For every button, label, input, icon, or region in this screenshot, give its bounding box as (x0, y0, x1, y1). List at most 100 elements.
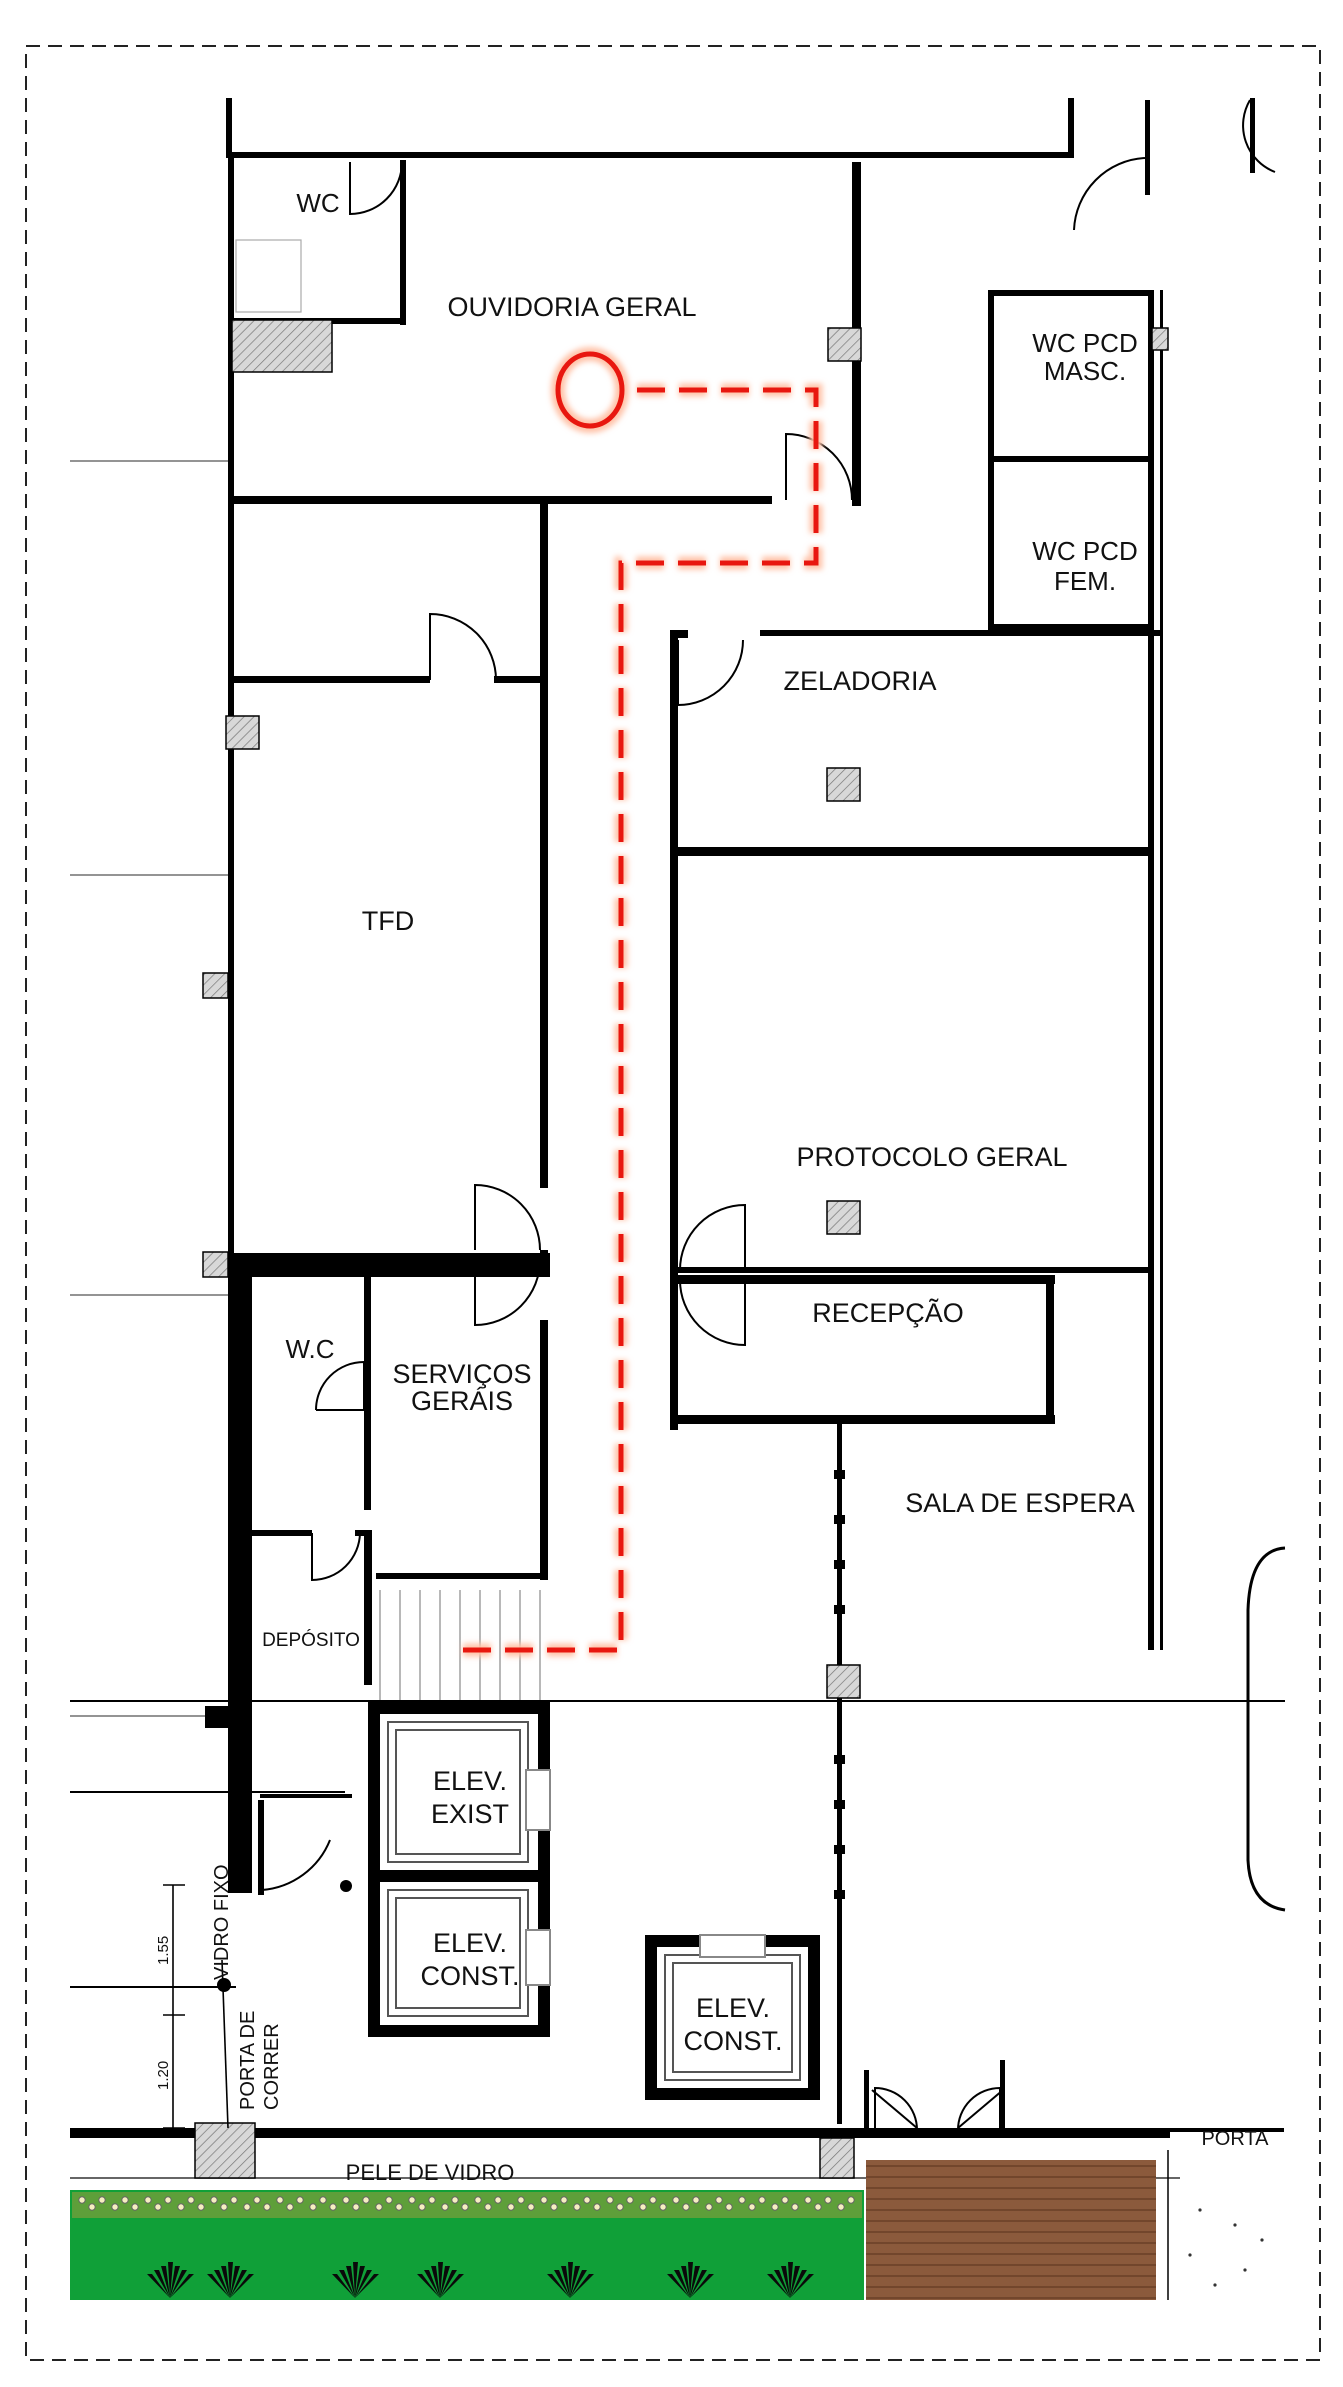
label-porta-correr-2: CORRER (261, 2023, 283, 2110)
shrub-leaf (221, 2266, 230, 2298)
label-porta: PORTA (1201, 2128, 1269, 2150)
shrub-leaf (440, 2274, 464, 2298)
label-servicos-2: GERÁIS (411, 1386, 513, 1416)
hedge-flower (144, 2196, 152, 2204)
shrub-leaf (767, 2274, 790, 2298)
hedge-flower (527, 2203, 535, 2211)
doors (261, 99, 1276, 2131)
shrub-leaf (554, 2270, 570, 2298)
shrub-leaf (346, 2266, 355, 2298)
hedge-flower (781, 2196, 789, 2204)
hedge-flower (837, 2203, 845, 2211)
label-ouvidoria: OUVIDORIA GERAL (447, 292, 696, 322)
label-protocolo: PROTOCOLO GERAL (796, 1142, 1067, 1172)
shrub-leaf (168, 2262, 173, 2298)
shrub-leaf (561, 2266, 570, 2298)
hedge-flower (451, 2196, 459, 2204)
dimension-line (163, 1884, 229, 2130)
hedge-flower (824, 2196, 832, 2204)
garden-hedge (72, 2192, 862, 2218)
hedge-flower (639, 2203, 647, 2211)
hedge-flower (573, 2203, 581, 2211)
hedge-flower (758, 2196, 766, 2204)
hedge-flower (474, 2196, 482, 2204)
hedge-flower (385, 2196, 393, 2204)
hedge-flower (375, 2203, 383, 2211)
accessible-route (463, 347, 823, 1657)
shrub-leaf (214, 2270, 230, 2298)
hedge-flower (593, 2203, 601, 2211)
hedge-flower (692, 2196, 700, 2204)
label-sala-espera: SALA DE ESPERA (905, 1488, 1135, 1518)
wood-deck (866, 2160, 1156, 2300)
hedge-flower (738, 2196, 746, 2204)
shrub-leaf (774, 2270, 790, 2298)
destination-marker (555, 351, 625, 429)
label-wc-top: WC (296, 188, 339, 218)
hedge-flower (286, 2203, 294, 2211)
shrub-leaf (207, 2274, 230, 2298)
shrub-leaf (355, 2270, 372, 2298)
hedge-flower (461, 2203, 469, 2211)
hedge-flower (771, 2203, 779, 2211)
shrub-leaf (790, 2270, 807, 2298)
label-elev-const-a-1: ELEV. (433, 1928, 507, 1958)
label-porta-correr-1: PORTA DE (237, 2011, 259, 2110)
shrub-leaf (230, 2266, 240, 2298)
stairs (235, 239, 541, 1700)
shrub-leaf (570, 2274, 594, 2298)
hedge-flower (814, 2203, 822, 2211)
shrub-leaf (161, 2266, 170, 2298)
pillars (194, 319, 1169, 2179)
hedge-flower (725, 2203, 733, 2211)
hedge-flower (804, 2196, 812, 2204)
hedge-flower (296, 2196, 304, 2204)
hedge-flower (507, 2203, 515, 2211)
hedge-flower (616, 2203, 624, 2211)
dimension-lower: 1.20 (155, 2061, 172, 2090)
shrub-leaf (568, 2262, 573, 2298)
hedge-flower (187, 2196, 195, 2204)
shrub-leaf (570, 2270, 587, 2298)
hedge-flower (220, 2203, 228, 2211)
label-tfd: TFD (362, 906, 414, 936)
hedge-flower (672, 2196, 680, 2204)
hedge-flower (560, 2196, 568, 2204)
hedge-flower (230, 2196, 238, 2204)
hedge-flower (441, 2203, 449, 2211)
label-elev-const-a-2: CONST. (420, 1961, 519, 1991)
shrub-leaf (417, 2274, 440, 2298)
label-wc-pcd-masc-2: MASC. (1044, 356, 1126, 386)
shrub-leaf (228, 2262, 233, 2298)
sheet-frame (25, 45, 1321, 2361)
glazing-nodes (217, 1470, 845, 1992)
label-elev-const-b-2: CONST. (683, 2026, 782, 2056)
hedge-flower (88, 2203, 96, 2211)
shrub-leaf (681, 2266, 690, 2298)
shrub-leaf (440, 2270, 457, 2298)
sidewalk-texture (1167, 2150, 1264, 2300)
hedge-flower (540, 2196, 548, 2204)
hedge-flower (715, 2196, 723, 2204)
elevator-cars (387, 1721, 801, 2081)
hedge-flower (583, 2196, 591, 2204)
shrub-leaf (440, 2266, 450, 2298)
hedge-flower (121, 2196, 129, 2204)
label-elev-const-b-1: ELEV. (696, 1993, 770, 2023)
label-deposito: DEPÓSITO (262, 1629, 360, 1651)
shrub-leaf (790, 2274, 814, 2298)
hedge-flower (177, 2203, 185, 2211)
shrub-leaf (438, 2262, 443, 2298)
hedge-flower (748, 2203, 756, 2211)
hedge-flower (329, 2203, 337, 2211)
hedge-flower (791, 2203, 799, 2211)
hedge-flower (131, 2203, 139, 2211)
shrub-leaf (355, 2266, 365, 2298)
shrub-leaf (355, 2274, 379, 2298)
hedge-flower (395, 2203, 403, 2211)
hedge-flower (309, 2203, 317, 2211)
shrub-leaf (690, 2270, 707, 2298)
hedge-flower (649, 2196, 657, 2204)
hedge-flower (78, 2196, 86, 2204)
